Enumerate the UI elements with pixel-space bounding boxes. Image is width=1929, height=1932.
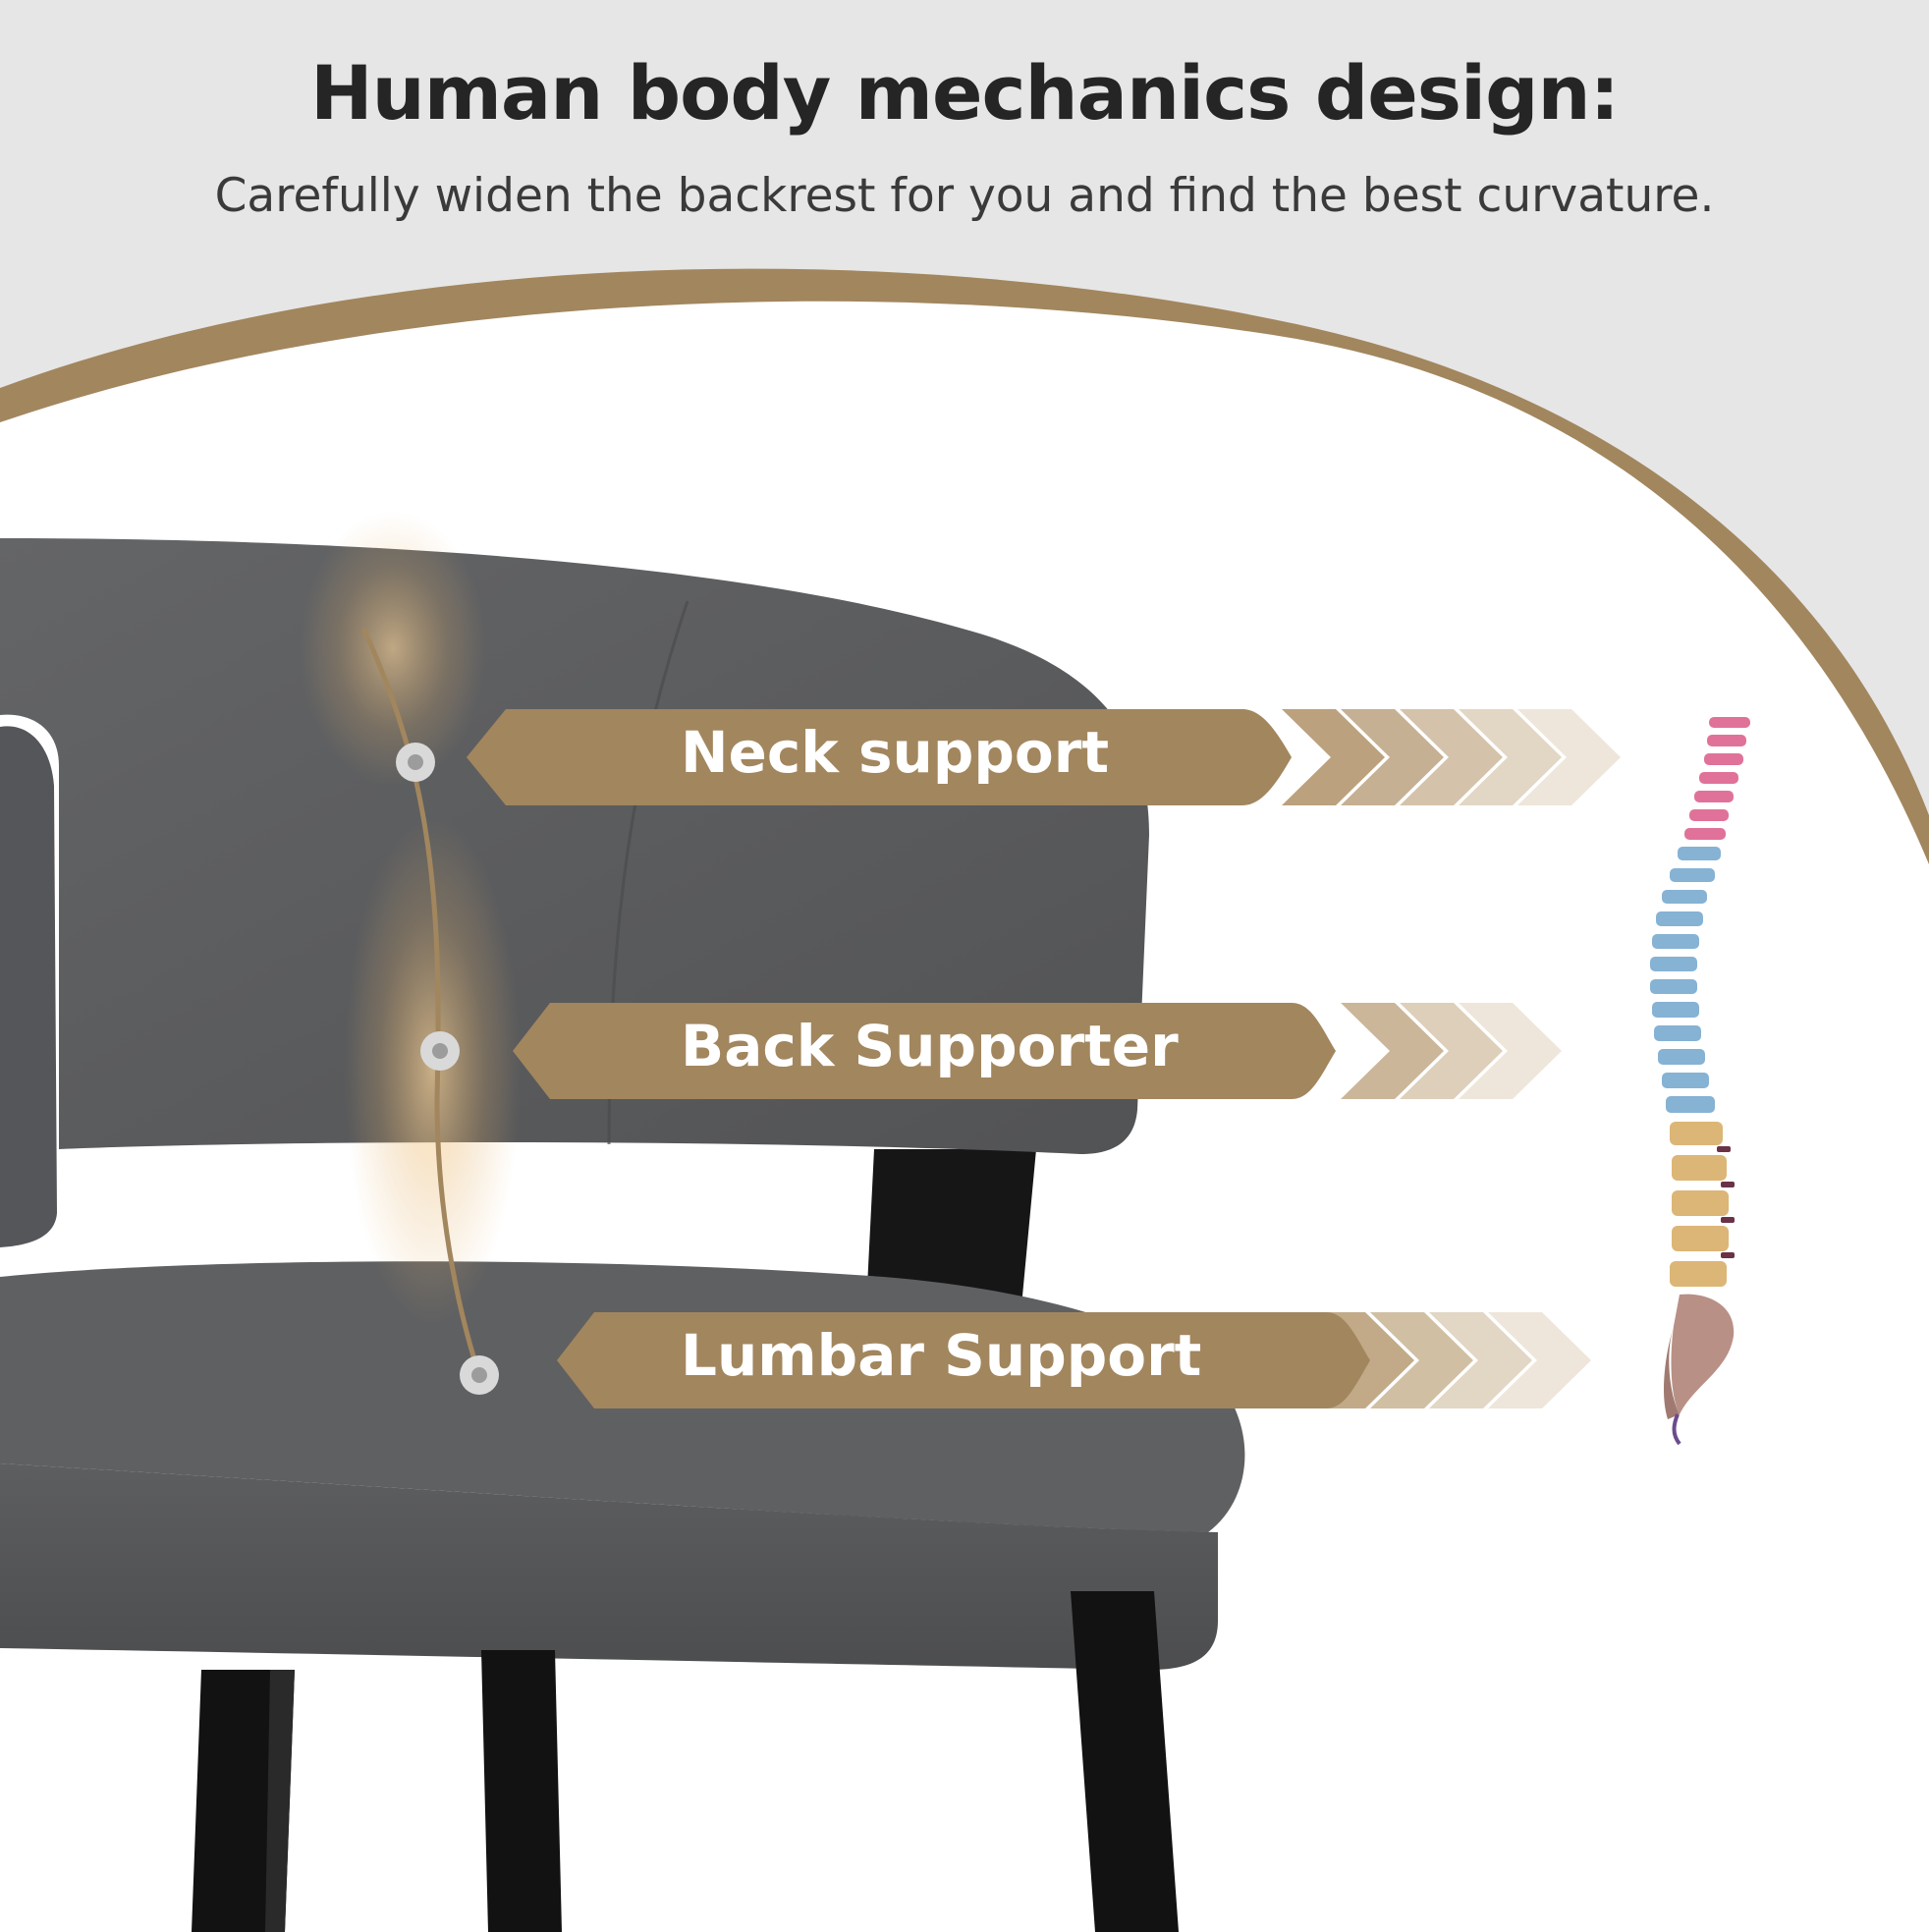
- callout-bar-lumbar: [557, 1312, 1591, 1408]
- page-subtitle: Carefully widen the backrest for you and…: [214, 169, 1715, 223]
- marker-dot-icon: [420, 1031, 460, 1071]
- spine-illustration: [1650, 717, 1750, 1446]
- marker-dots: [396, 743, 499, 1395]
- page-title: Human body mechanics design:: [310, 49, 1620, 137]
- marker-dot-icon: [396, 743, 435, 782]
- callout-label-lumbar: Lumbar Support: [681, 1322, 1202, 1389]
- callout-label-back: Back Supporter: [681, 1013, 1179, 1079]
- callout-label-neck: Neck support: [681, 719, 1110, 786]
- callout-bar-neck: [467, 709, 1621, 805]
- marker-dot-icon: [460, 1355, 499, 1395]
- callout-bar-back: [513, 1003, 1562, 1099]
